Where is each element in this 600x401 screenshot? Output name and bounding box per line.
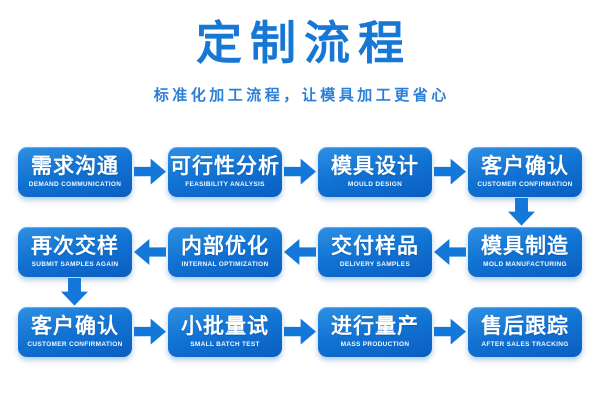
flow-step-internal-optimization: 内部优化 INTERNAL OPTIMIZATION <box>168 226 282 277</box>
step-sublabel: SUBMIT SAMPLES AGAIN <box>31 260 119 268</box>
arrow-down-icon <box>61 277 88 306</box>
step-label: 内部优化 <box>181 234 269 258</box>
arrow-cell <box>432 318 468 345</box>
step-sublabel: DEMAND COMMUNICATION <box>28 180 122 188</box>
arrow-cell <box>282 158 318 185</box>
step-sublabel: DELIVERY SAMPLES <box>339 260 411 268</box>
arrow-cell <box>132 318 168 345</box>
flow-step-submit-samples-again: 再次交样 SUBMIT SAMPLES AGAIN <box>18 226 132 277</box>
step-label: 再次交样 <box>31 234 119 258</box>
arrow-left-icon <box>134 239 166 265</box>
step-sublabel: MOLD MANUFACTURING <box>483 260 567 268</box>
header: 定制流程 标准化加工流程，让模具加工更省心 <box>0 0 600 105</box>
flow-step-mold-manufacturing: 模具制造 MOLD MANUFACTURING <box>468 226 582 277</box>
arrow-cell <box>432 239 468 265</box>
flow-step-after-sales-tracking: 售后跟踪 AFTER SALES TRACKING <box>468 306 582 357</box>
arrow-cell <box>282 239 318 265</box>
step-label: 进行量产 <box>331 314 419 338</box>
process-flow-diagram: 需求沟通 DEMAND COMMUNICATION 可行性分析 FEASIBIL… <box>18 146 582 357</box>
arrow-right-icon <box>284 318 316 345</box>
arrow-cell <box>282 318 318 345</box>
step-label: 需求沟通 <box>31 154 119 178</box>
flow-step-customer-confirmation-1: 客户确认 CUSTOMER CONFIRMATION <box>468 146 582 197</box>
step-sublabel: CUSTOMER CONFIRMATION <box>27 340 123 348</box>
step-label: 售后跟踪 <box>481 314 569 338</box>
page-title: 定制流程 <box>196 17 412 69</box>
arrow-right-icon <box>434 318 466 345</box>
arrow-right-icon <box>434 158 466 185</box>
step-label: 可行性分析 <box>170 154 280 178</box>
step-label: 交付样品 <box>331 234 419 258</box>
step-sublabel: MASS PRODUCTION <box>340 340 410 348</box>
flow-row-3: 客户确认 CUSTOMER CONFIRMATION 小批量试 SMALL BA… <box>18 306 582 357</box>
flow-step-feasibility-analysis: 可行性分析 FEASIBILITY ANALYSIS <box>168 146 282 197</box>
step-label: 模具制造 <box>481 234 569 258</box>
arrow-left-icon <box>284 239 316 265</box>
arrow-right-icon <box>134 318 166 345</box>
arrow-cell <box>132 239 168 265</box>
arrow-right-icon <box>134 158 166 185</box>
flow-step-demand-communication: 需求沟通 DEMAND COMMUNICATION <box>18 146 132 197</box>
step-sublabel: MOULD DESIGN <box>347 180 403 188</box>
flow-step-mould-design: 模具设计 MOULD DESIGN <box>318 146 432 197</box>
step-sublabel: CUSTOMER CONFIRMATION <box>477 180 573 188</box>
step-label: 客户确认 <box>481 154 569 178</box>
flow-row-2: 再次交样 SUBMIT SAMPLES AGAIN 内部优化 INTERNAL … <box>18 226 582 277</box>
flow-row-1: 需求沟通 DEMAND COMMUNICATION 可行性分析 FEASIBIL… <box>18 146 582 197</box>
step-sublabel: SMALL BATCH TEST <box>190 340 260 348</box>
step-label: 模具设计 <box>331 154 419 178</box>
arrow-cell <box>132 158 168 185</box>
flow-step-customer-confirmation-2: 客户确认 CUSTOMER CONFIRMATION <box>18 306 132 357</box>
arrow-cell <box>432 158 468 185</box>
arrow-down-icon <box>508 197 535 226</box>
page-subtitle: 标准化加工流程，让模具加工更省心 <box>153 86 450 104</box>
step-label: 小批量试 <box>181 314 269 338</box>
arrow-left-icon <box>434 239 466 265</box>
flow-step-mass-production: 进行量产 MASS PRODUCTION <box>318 306 432 357</box>
arrow-right-icon <box>284 158 316 185</box>
step-label: 客户确认 <box>31 314 119 338</box>
step-sublabel: INTERNAL OPTIMIZATION <box>181 260 269 268</box>
step-sublabel: AFTER SALES TRACKING <box>481 340 569 348</box>
step-sublabel: FEASIBILITY ANALYSIS <box>185 180 265 188</box>
flow-step-delivery-samples: 交付样品 DELIVERY SAMPLES <box>318 226 432 277</box>
flow-step-small-batch-test: 小批量试 SMALL BATCH TEST <box>168 306 282 357</box>
